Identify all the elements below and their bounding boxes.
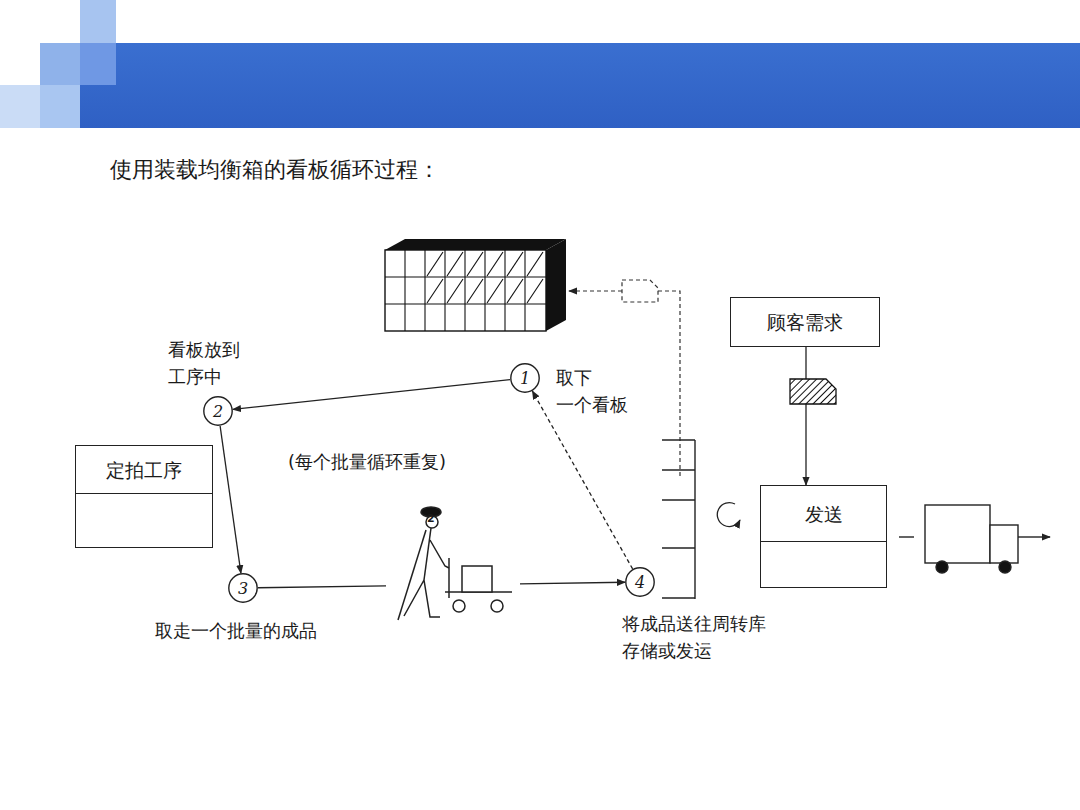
circle-outline bbox=[229, 574, 257, 602]
kanban-card bbox=[790, 379, 836, 404]
step-circle: 2 bbox=[203, 396, 233, 426]
cycle-note: (每个批量循环重复) bbox=[288, 448, 488, 475]
worker-figure bbox=[398, 507, 512, 620]
step-circle: 3 bbox=[228, 573, 258, 603]
page-title: 使用装载均衡箱的看板循环过程： bbox=[110, 154, 440, 186]
dashed-arrow bbox=[532, 391, 632, 569]
flow-arrow bbox=[233, 380, 510, 410]
box-header: 发送 bbox=[761, 486, 886, 542]
storage-rack bbox=[662, 440, 695, 599]
circle-outline bbox=[204, 397, 232, 425]
step-note: 取走一个批量的成品 bbox=[155, 617, 355, 644]
step-number: 2 bbox=[213, 402, 223, 421]
step-number: 3 bbox=[238, 579, 248, 598]
deco-square bbox=[80, 43, 116, 85]
shipping-box: 发送 bbox=[760, 485, 887, 588]
circle-outline bbox=[626, 568, 654, 596]
step-circle: 1 bbox=[510, 363, 540, 393]
deco-square bbox=[40, 43, 80, 85]
node-label: 发送 bbox=[805, 502, 843, 526]
process-box: 定拍工序 bbox=[75, 445, 213, 548]
flow-arrow bbox=[805, 347, 806, 485]
step-note: 看板放到 工序中 bbox=[168, 336, 252, 390]
box-header: 定拍工序 bbox=[76, 446, 212, 494]
node-label: 顾客需求 bbox=[767, 310, 843, 334]
step-note: 取下 一个看板 bbox=[556, 364, 656, 418]
step-note: 将成品送往周转库 存储或发运 bbox=[622, 610, 792, 664]
step-circle: 4 bbox=[625, 567, 655, 597]
heijunka-box bbox=[385, 239, 566, 331]
circle-outline bbox=[511, 364, 539, 392]
rotation-arrow bbox=[717, 503, 740, 527]
step-number: 4 bbox=[635, 573, 645, 592]
deco-square bbox=[80, 0, 116, 43]
flow-arrow bbox=[220, 426, 241, 573]
demand-box: 顾客需求 bbox=[730, 297, 880, 347]
deco-square bbox=[40, 85, 80, 128]
flow-arrow bbox=[258, 582, 625, 588]
deco-square bbox=[0, 85, 40, 128]
step-number: 1 bbox=[520, 369, 530, 388]
header-band bbox=[75, 43, 1080, 128]
node-label: 定拍工序 bbox=[106, 458, 182, 482]
hat-number: 2 bbox=[427, 512, 441, 525]
truck bbox=[899, 505, 1050, 573]
